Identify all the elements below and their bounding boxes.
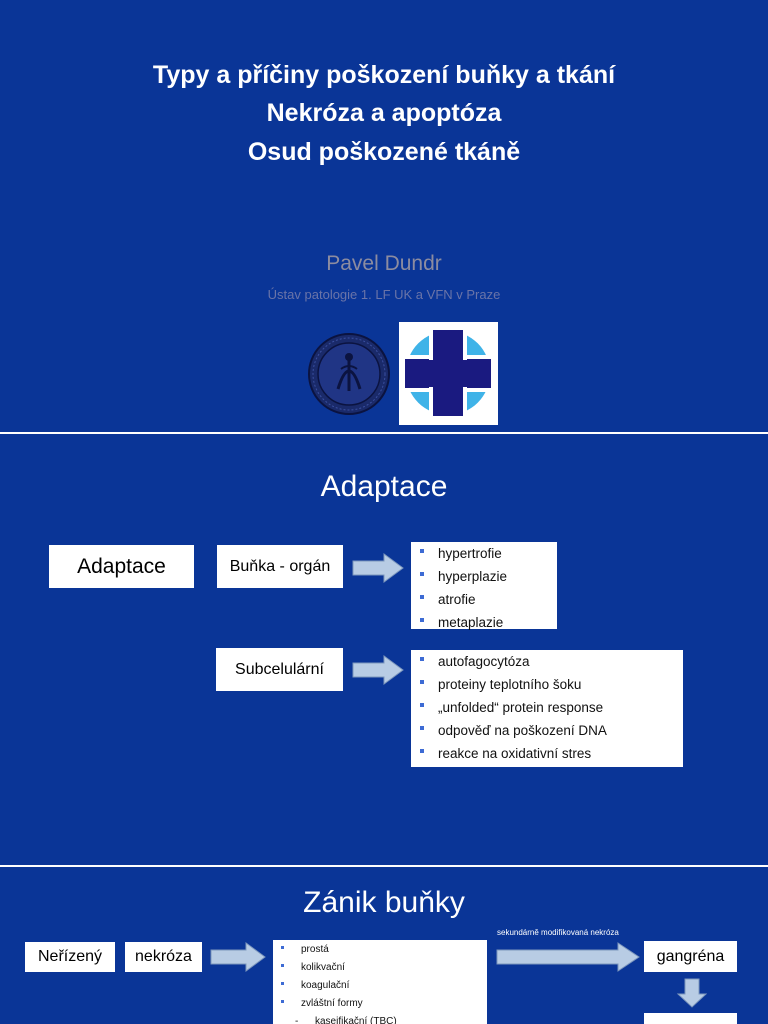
bullet-icon — [281, 1000, 284, 1003]
slide-title: Adaptace — [320, 470, 448, 503]
title-line-3: Osud poškozené tkáně — [247, 138, 521, 166]
bullet-icon — [420, 703, 424, 707]
arrow-right-icon — [496, 942, 640, 972]
bullet-icon — [420, 657, 424, 661]
list-item: zvláštní formy — [273, 996, 487, 1014]
list-item: kolikvační — [273, 960, 487, 978]
gangrene-box: gangréna — [644, 941, 737, 972]
list-item: hyperplazie — [411, 567, 557, 590]
author-name: Pavel Dundr — [326, 252, 442, 275]
hospital-logo — [399, 322, 498, 425]
next-box — [644, 1013, 737, 1024]
bullet-icon — [281, 982, 284, 985]
slide-title: Zánik buňky — [303, 886, 465, 919]
list-item: metaplazie — [411, 613, 557, 636]
adaptation-slide: Adaptace Adaptace Buňka - orgán hypertro… — [0, 434, 768, 865]
secondary-necrosis-note: sekundárně modifikovaná nekróza — [497, 928, 619, 937]
list-item: atrofie — [411, 590, 557, 613]
list-item: koagulační — [273, 978, 487, 996]
uncontrolled-box: Neřízený — [25, 942, 115, 972]
bullet-icon — [281, 946, 284, 949]
arrow-right-icon — [210, 942, 266, 972]
necrosis-list: prostá kolikvační koagulační zvláštní fo… — [273, 940, 487, 1024]
cell-death-slide: Zánik buňky Neřízený nekróza prostá koli… — [0, 867, 768, 1024]
adaptation-box: Adaptace — [49, 545, 194, 588]
institution-name: Ústav patologie 1. LF UK a VFN v Praze — [267, 287, 501, 302]
list-item: proteiny teplotního šoku — [411, 675, 683, 698]
arrow-right-icon — [352, 553, 404, 583]
bullet-icon — [420, 549, 424, 553]
bullet-icon — [420, 595, 424, 599]
list-item: hypertrofie — [411, 544, 557, 567]
bullet-icon — [281, 964, 284, 967]
cell-organ-list: hypertrofie hyperplazie atrofie metaplaz… — [411, 542, 557, 630]
cross-logo-icon — [405, 330, 491, 417]
list-item: prostá — [273, 942, 487, 960]
title-line-1: Typy a příčiny poškození buňky a tkání — [152, 61, 616, 89]
bullet-icon — [420, 680, 424, 684]
title-slide: Typy a příčiny poškození buňky a tkání N… — [0, 0, 768, 432]
necrosis-box: nekróza — [125, 942, 202, 972]
cell-organ-box: Buňka - orgán — [217, 545, 343, 588]
bullet-icon — [420, 572, 424, 576]
subcellular-box: Subcelulární — [216, 648, 343, 691]
list-item: „unfolded“ protein response — [411, 698, 683, 721]
arrow-right-icon — [352, 655, 404, 685]
bullet-icon — [420, 726, 424, 730]
university-seal-icon — [308, 333, 390, 415]
bullet-icon — [420, 618, 424, 622]
subcellular-list: autofagocytóza proteiny teplotního šoku … — [411, 650, 683, 767]
arrow-down-icon — [677, 978, 707, 1008]
list-item: odpověď na poškození DNA — [411, 721, 683, 744]
list-item: autofagocytóza — [411, 652, 683, 675]
list-sub-item: -kaseifikační (TBC) — [295, 1016, 397, 1024]
title-line-2: Nekróza a apoptóza — [266, 99, 502, 127]
bullet-icon — [420, 749, 424, 753]
list-item: reakce na oxidativní stres — [411, 744, 683, 767]
